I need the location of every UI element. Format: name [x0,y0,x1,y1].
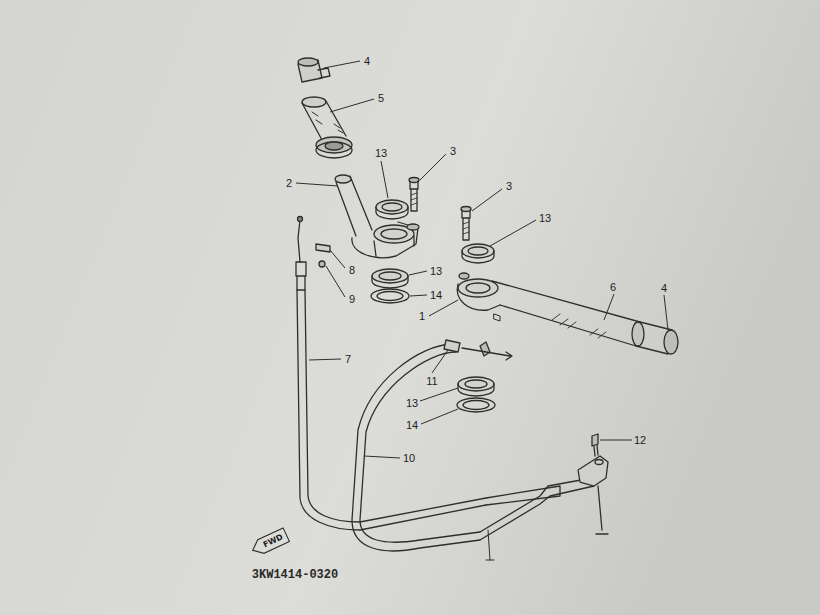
collar-ring [376,200,408,219]
callout-number: 7 [345,354,351,365]
callout-number: 1 [419,311,425,322]
callout-number: 14 [430,290,442,301]
bolt [461,207,471,241]
callout-number: 6 [610,282,616,293]
throttle-cable [296,217,560,531]
callout-number: 5 [378,93,384,104]
throttle-grip [302,97,352,158]
collar-ring [457,377,495,412]
callout-number: 14 [406,420,418,431]
callout-number: 3 [450,146,456,157]
grip-end [298,58,330,82]
callout-number: 8 [349,265,355,276]
left-handlebar [335,175,419,258]
callout-number: 2 [286,178,292,189]
cable-bracket [578,434,608,534]
callout-number: 10 [403,453,415,464]
bolt [409,178,419,212]
leader-lines [296,61,668,458]
callout-number: 13 [406,398,418,409]
arrow-shape [250,528,290,557]
callout-number: 13 [430,266,442,277]
callout-number: 12 [634,435,646,446]
callout-number: 13 [375,148,387,159]
callout-number: 11 [426,376,437,387]
throttle-cable [352,340,594,560]
callout-number: 4 [364,56,370,67]
callout-number: 4 [661,283,667,294]
callout-number: 9 [349,294,355,305]
right-handlebar [457,273,678,354]
callout-number: 3 [506,181,512,192]
figure-code: 3KW1414-0320 [252,569,338,581]
callout-number: 13 [539,213,551,224]
collar-ring [462,244,494,263]
collar-ring [371,269,409,303]
